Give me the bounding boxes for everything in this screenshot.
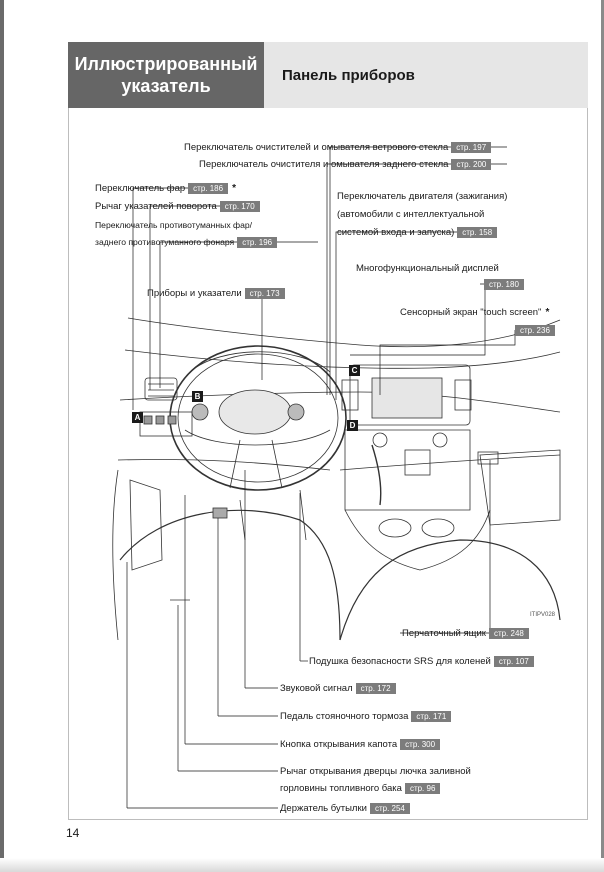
callout-wiper-rear-label: Переключатель очистителя и омывателя зад… xyxy=(199,159,449,170)
page-bottom-shadow xyxy=(0,858,604,872)
callout-display-ref-wrap: стр. 180 xyxy=(481,278,524,291)
callout-parking-brake-label: Педаль стояночного тормоза xyxy=(280,711,409,722)
callout-horn-label: Звуковой сигнал xyxy=(280,683,353,694)
callout-turn-signal-ref[interactable]: стр. 170 xyxy=(219,200,260,212)
callout-touch-note: * xyxy=(545,307,550,318)
callout-headlight-ref[interactable]: стр. 186 xyxy=(188,182,229,194)
page-edge-left xyxy=(0,0,4,872)
section-title: Иллюстрированный указатель xyxy=(68,42,264,108)
callout-fog-line1: Переключатель противотуманных фар/ xyxy=(95,220,253,230)
badge-d: D xyxy=(347,420,358,431)
page-number: 14 xyxy=(66,826,80,840)
callout-display-label: Многофункциональный дисплей xyxy=(356,263,499,274)
callout-fuel-line1: Рычаг открывания дверцы лючка заливной xyxy=(280,766,471,777)
callout-ignition-label: системой входа и запуска) xyxy=(337,227,455,238)
callout-wiper-front-label: Переключатель очистителей и омывателя ве… xyxy=(184,142,449,153)
page-title: Панель приборов xyxy=(264,42,588,108)
page-header: Иллюстрированный указатель Панель прибор… xyxy=(68,42,588,108)
illustration-code: ITIPV028 xyxy=(530,612,556,618)
badge-b: B xyxy=(192,391,203,402)
callout-touch-ref[interactable]: стр. 236 xyxy=(515,324,555,336)
callout-headlight-label: Переключатель фар xyxy=(95,183,186,194)
callout-bottle-ref[interactable]: стр. 254 xyxy=(369,802,410,814)
callout-glovebox-label: Перчаточный ящик xyxy=(402,628,486,639)
callout-hood-label: Кнопка открывания капота xyxy=(280,739,398,750)
callout-headlight-note: * xyxy=(232,183,236,194)
callout-glovebox-ref[interactable]: стр. 248 xyxy=(488,627,529,639)
callout-bottle-label: Держатель бутылки xyxy=(280,803,367,814)
callout-ignition-line2: (автомобили с интеллектуальной xyxy=(337,209,485,220)
callout-fuel-ref[interactable]: стр. 96 xyxy=(404,782,441,794)
content-frame xyxy=(68,108,588,820)
callout-ignition-line3: системой входа и запуска)стр. 158 xyxy=(337,226,498,239)
callout-touch-label: Сенсорный экран "touch screen" xyxy=(400,307,542,318)
callout-knee-airbag-ref[interactable]: стр. 107 xyxy=(493,655,534,667)
callout-wiper-rear-ref[interactable]: стр. 200 xyxy=(451,158,492,170)
callout-fuel-label: горловины топливного бака xyxy=(280,783,402,794)
callout-ignition-ref[interactable]: стр. 158 xyxy=(457,226,498,238)
callout-fog-ref[interactable]: стр. 196 xyxy=(237,237,278,249)
callout-wiper-front-ref[interactable]: стр. 197 xyxy=(451,141,492,153)
callout-gauges-label: Приборы и указатели xyxy=(147,288,242,299)
callout-knee-airbag-label: Подушка безопасности SRS для коленей xyxy=(309,656,491,667)
callout-touch-ref-wrap: стр. 236 xyxy=(512,324,555,337)
callout-ignition-line1: Переключатель двигателя (зажигания) xyxy=(337,191,508,202)
badge-c: C xyxy=(349,365,360,376)
callout-wiper-rear: Переключатель очистителя и омывателя зад… xyxy=(199,158,492,171)
callout-touch: Сенсорный экран "touch screen"* xyxy=(400,306,549,319)
callout-turn-signal-label: Рычаг указателей поворота xyxy=(95,201,217,212)
callout-wiper-front: Переключатель очистителей и омывателя ве… xyxy=(184,141,492,154)
page-edge-right xyxy=(601,0,604,872)
callout-hood-ref[interactable]: стр. 300 xyxy=(400,738,441,750)
badge-a: A xyxy=(132,412,143,423)
callout-display-ref[interactable]: стр. 180 xyxy=(484,278,524,290)
callout-parking-brake-ref[interactable]: стр. 171 xyxy=(411,710,452,722)
callout-horn-ref[interactable]: стр. 172 xyxy=(355,682,396,694)
callout-fog-label: заднего противотуманного фонаря xyxy=(95,237,235,247)
callout-gauges-ref[interactable]: стр. 173 xyxy=(244,287,285,299)
